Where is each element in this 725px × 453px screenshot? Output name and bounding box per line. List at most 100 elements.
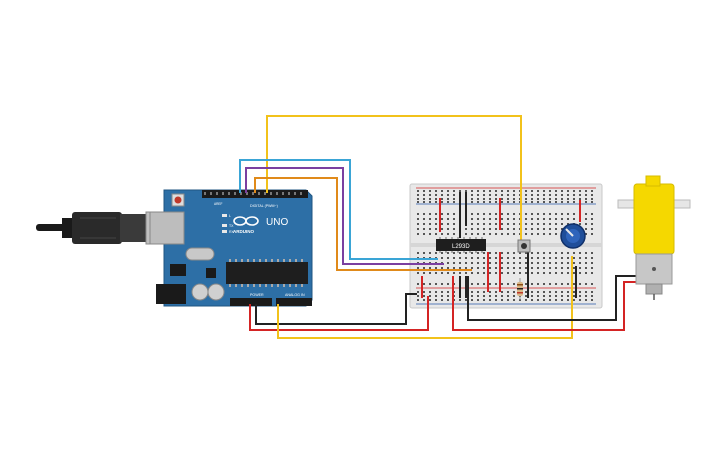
- breadboard-hole: [441, 252, 443, 254]
- breadboard-hole: [561, 272, 563, 274]
- breadboard-hole: [435, 299, 437, 301]
- breadboard-hole: [417, 190, 419, 192]
- breadboard-hole: [423, 213, 425, 215]
- breadboard-hole: [507, 190, 509, 192]
- wire-red-5v[interactable]: [249, 296, 429, 331]
- breadboard-hole: [453, 194, 455, 196]
- breadboard-hole: [585, 299, 587, 301]
- wire-orange[interactable]: [254, 177, 472, 271]
- breadboard-hole: [441, 267, 443, 269]
- capacitor: [207, 283, 225, 301]
- breadboard-hole: [483, 228, 485, 230]
- arduino-uno-board[interactable]: UNO ARDUINO DIGITAL (PWM~) POWER ANALOG …: [149, 189, 313, 307]
- breadboard-hole: [543, 267, 545, 269]
- breadboard-hole: [555, 198, 557, 200]
- breadboard-hole: [453, 257, 455, 259]
- breadboard-hole: [549, 257, 551, 259]
- header-pin: [300, 192, 302, 195]
- breadboard-hole: [543, 201, 545, 203]
- breadboard-hole: [423, 299, 425, 301]
- breadboard-hole: [501, 252, 503, 254]
- breadboard-hole: [585, 190, 587, 192]
- breadboard-hole: [501, 223, 503, 225]
- chip-leg: [445, 251, 447, 253]
- breadboard-hole: [471, 252, 473, 254]
- wire-purple[interactable]: [245, 167, 444, 265]
- breadboard-hole: [525, 194, 527, 196]
- breadboard-hole: [507, 228, 509, 230]
- breadboard-hole: [555, 299, 557, 301]
- breadboard-hole: [495, 267, 497, 269]
- breadboard-hole: [489, 299, 491, 301]
- breadboard-hole: [519, 252, 521, 254]
- breadboard-hole: [441, 228, 443, 230]
- breadboard-hole: [567, 267, 569, 269]
- breadboard-hole: [585, 213, 587, 215]
- breadboard-hole: [591, 198, 593, 200]
- chip-leg: [259, 284, 261, 287]
- chip-leg: [259, 259, 261, 262]
- breadboard-hole: [441, 190, 443, 192]
- resistor[interactable]: [517, 278, 523, 300]
- breadboard-hole: [555, 201, 557, 203]
- wire-red-motor[interactable]: [452, 276, 636, 331]
- breadboard-hole: [483, 257, 485, 259]
- chip-leg: [301, 284, 303, 287]
- breadboard-hole: [447, 257, 449, 259]
- breadboard-hole: [495, 233, 497, 235]
- breadboard-hole: [483, 272, 485, 274]
- breadboard-hole: [561, 228, 563, 230]
- breadboard-hole: [477, 252, 479, 254]
- breadboard-hole: [579, 283, 581, 285]
- breadboard-hole: [429, 198, 431, 200]
- analog-header: [276, 298, 312, 306]
- analog-label: ANALOG IN: [285, 293, 305, 297]
- breadboard-hole: [525, 283, 527, 285]
- wire-black-gnd[interactable]: [255, 293, 417, 325]
- chip-leg: [289, 259, 291, 262]
- breadboard-hole: [471, 190, 473, 192]
- breadboard-hole: [585, 223, 587, 225]
- breadboard-hole: [561, 262, 563, 264]
- usb-socket: [149, 211, 185, 245]
- breadboard-hole: [501, 198, 503, 200]
- motor-driver-chip[interactable]: L293D: [436, 237, 486, 253]
- breadboard-hole: [585, 228, 587, 230]
- breadboard-hole: [459, 257, 461, 259]
- breadboard-hole: [483, 201, 485, 203]
- chip-leg: [295, 259, 297, 262]
- breadboard-hole: [525, 223, 527, 225]
- breadboard-hole: [555, 291, 557, 293]
- header-pin: [294, 192, 296, 195]
- breadboard-hole: [423, 218, 425, 220]
- breadboard-hole: [495, 291, 497, 293]
- dc-gear-motor[interactable]: [617, 175, 691, 300]
- wire-yellow-bottom[interactable]: [277, 256, 573, 339]
- breadboard-hole: [591, 283, 593, 285]
- breadboard-hole: [567, 223, 569, 225]
- breadboard-hole: [537, 267, 539, 269]
- chip-leg: [265, 259, 267, 262]
- capacitor: [191, 283, 209, 301]
- header-pin: [264, 192, 266, 195]
- breadboard-hole: [417, 228, 419, 230]
- breadboard-hole: [507, 291, 509, 293]
- potentiometer[interactable]: [560, 223, 586, 249]
- breadboard-hole: [417, 223, 419, 225]
- breadboard-hole: [417, 198, 419, 200]
- breadboard-hole: [543, 198, 545, 200]
- breadboard-hole: [483, 198, 485, 200]
- pushbutton[interactable]: [517, 239, 531, 253]
- wire-black-motor[interactable]: [467, 275, 636, 321]
- breadboard-hole: [579, 295, 581, 297]
- breadboard-hole: [417, 291, 419, 293]
- wire-blue[interactable]: [239, 159, 438, 260]
- breadboard-hole: [423, 228, 425, 230]
- breadboard-hole: [507, 233, 509, 235]
- breadboard-hole: [501, 283, 503, 285]
- breadboard-hole: [531, 272, 533, 274]
- breadboard-hole: [561, 295, 563, 297]
- wire-yellow-top[interactable]: [266, 115, 522, 240]
- breadboard-hole: [423, 283, 425, 285]
